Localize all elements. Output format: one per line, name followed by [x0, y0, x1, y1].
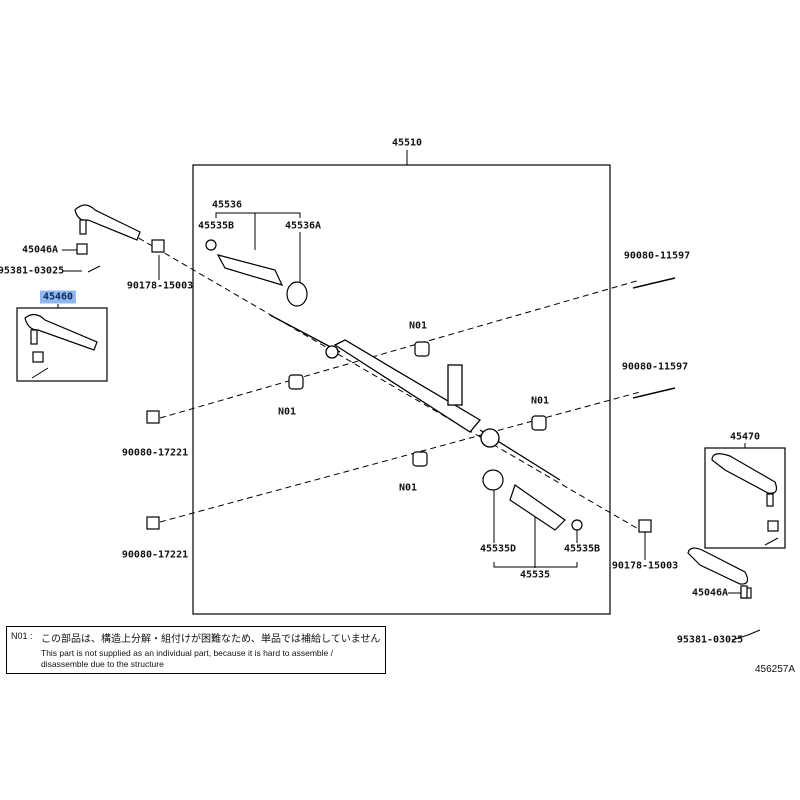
label-n01-d[interactable]: N01 — [398, 482, 418, 494]
label-45535b-bottom[interactable]: 45535B — [563, 543, 601, 555]
label-90178-15003-left[interactable]: 90178-15003 — [126, 280, 194, 292]
label-45535b-top[interactable]: 45535B — [197, 220, 235, 232]
label-90080-11597-mid[interactable]: 90080-11597 — [621, 361, 689, 373]
label-90080-17221-lower[interactable]: 90080-17221 — [121, 549, 189, 561]
label-45046a-right[interactable]: 45046A — [691, 587, 729, 599]
label-45535d[interactable]: 45535D — [479, 543, 517, 555]
assembly-box — [192, 164, 611, 615]
label-45460-highlighted[interactable]: 45460 — [39, 290, 77, 304]
tie-rod-end-left-box — [16, 307, 108, 382]
label-45046a-left[interactable]: 45046A — [21, 244, 59, 256]
label-90178-15003-right[interactable]: 90178-15003 — [611, 560, 679, 572]
boot-right — [482, 469, 583, 531]
note-box: N01 : この部品は、構造上分解・組付けが困難なため、単品では補給していません… — [6, 626, 386, 674]
label-45535[interactable]: 45535 — [519, 569, 551, 581]
tie-rod-ends — [24, 204, 778, 599]
label-45536[interactable]: 45536 — [211, 199, 243, 211]
label-45470[interactable]: 45470 — [729, 431, 761, 443]
note-code: N01 : — [11, 631, 33, 641]
boot-left — [205, 239, 308, 307]
label-95381-03025-right[interactable]: 95381-03025 — [676, 634, 744, 646]
label-n01-b[interactable]: N01 — [277, 406, 297, 418]
label-90080-11597-top[interactable]: 90080-11597 — [623, 250, 691, 262]
label-95381-03025-left[interactable]: 95381-03025 — [0, 265, 65, 277]
label-45536a[interactable]: 45536A — [284, 220, 322, 232]
label-n01-a[interactable]: N01 — [408, 320, 428, 332]
figure-number: 456257A — [755, 664, 796, 675]
label-90080-17221-upper[interactable]: 90080-17221 — [121, 447, 189, 459]
label-n01-c[interactable]: N01 — [530, 395, 550, 407]
note-japanese: この部品は、構造上分解・組付けが困難なため、単品では補給していません — [41, 634, 381, 645]
note-english: This part is not supplied as an individu… — [41, 648, 333, 669]
steering-rack — [269, 314, 561, 481]
label-45510[interactable]: 45510 — [391, 137, 423, 149]
